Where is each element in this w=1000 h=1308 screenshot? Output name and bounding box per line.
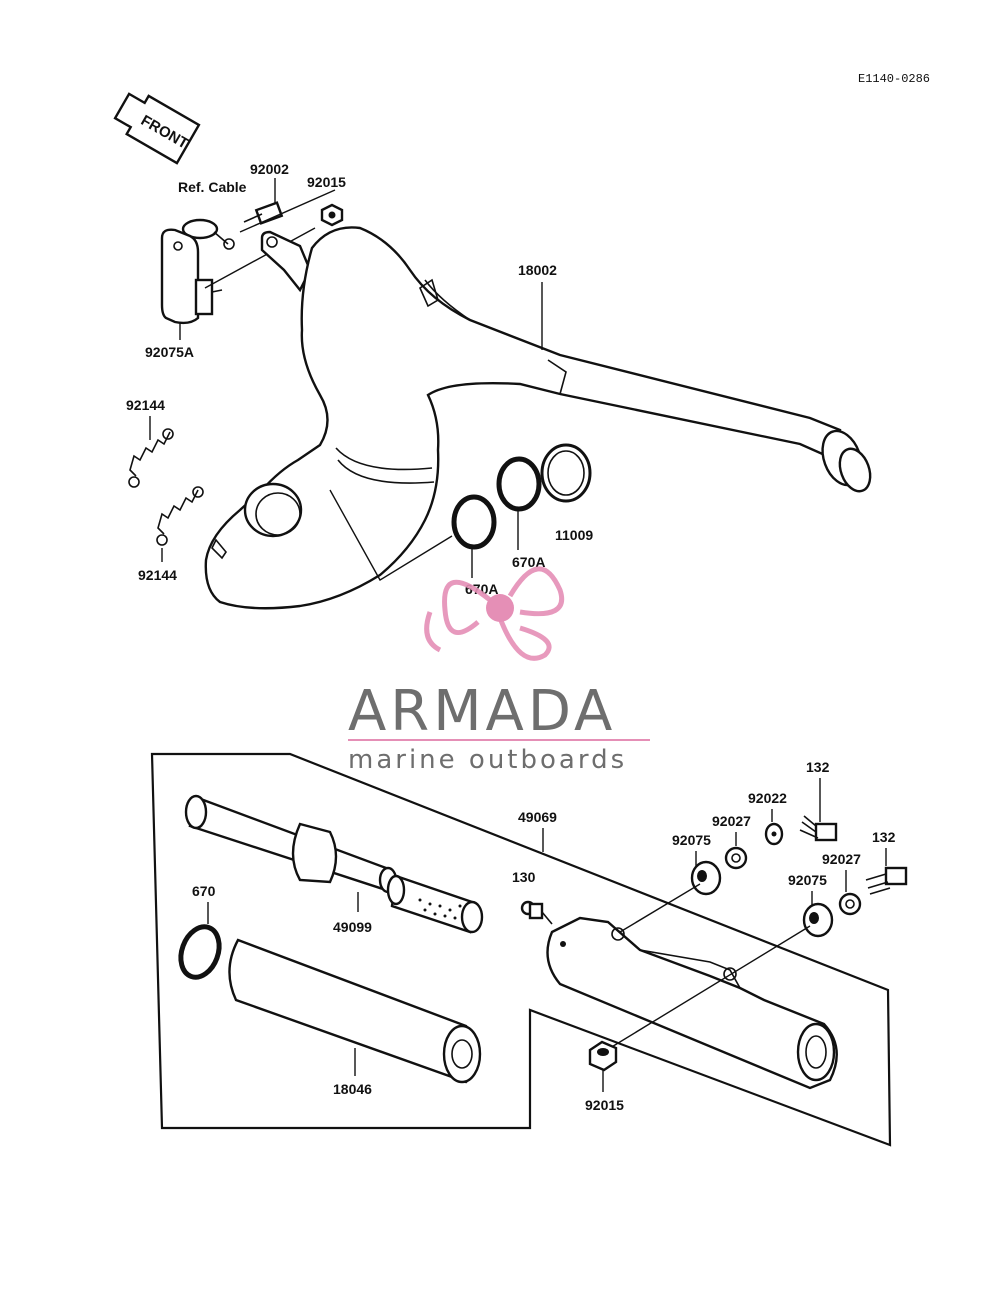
callout-11009: 11009 <box>555 527 593 543</box>
callout-92015-bottom: 92015 <box>585 1097 624 1113</box>
grommet-92075-a <box>619 860 722 933</box>
perforated-core <box>386 874 484 934</box>
bracket-92075A <box>160 227 316 325</box>
callout-670: 670 <box>192 883 216 899</box>
callout-92144-a: 92144 <box>126 397 165 413</box>
ref-cable-label: Ref. Cable <box>178 179 247 195</box>
callout-670A-b: 670A <box>512 554 545 570</box>
callout-92075-a: 92075 <box>672 832 711 848</box>
callout-130: 130 <box>512 869 536 885</box>
callout-92022: 92022 <box>748 790 787 806</box>
expansion-chamber-18002 <box>204 226 872 610</box>
callout-92075A: 92075A <box>145 344 194 360</box>
callout-670A-a: 670A <box>465 581 498 597</box>
muffler-group-frame <box>150 752 892 1147</box>
callout-92002: 92002 <box>250 161 289 177</box>
callout-49069: 49069 <box>518 809 557 825</box>
bolt-132-b <box>865 866 908 895</box>
gasket-11009 <box>540 443 592 503</box>
silencer-49069 <box>546 916 838 1090</box>
bolt-130 <box>520 900 553 925</box>
callout-18002: 18002 <box>518 262 557 278</box>
grommet-92075-b <box>609 902 834 1049</box>
callout-92027-a: 92027 <box>712 813 751 829</box>
spring-92144-a <box>128 428 174 488</box>
watermark-brand: ARMADA <box>348 679 616 744</box>
packing-18046 <box>228 938 482 1084</box>
bolt-92002 <box>239 189 336 233</box>
collar-92027-b <box>838 892 862 916</box>
callout-132-b: 132 <box>872 829 896 845</box>
gasket-670A-a <box>451 494 497 550</box>
propeller-logo-icon <box>424 566 564 661</box>
callout-49099: 49099 <box>333 919 372 935</box>
callout-92144-b: 92144 <box>138 567 177 583</box>
nut-92015-top <box>320 203 344 227</box>
washer-92022 <box>764 822 784 846</box>
callout-132-a: 132 <box>806 759 830 775</box>
callout-92027-b: 92027 <box>822 851 861 867</box>
ref-cable-clip <box>181 218 235 250</box>
nut-92015-bottom <box>588 1040 618 1072</box>
bolt-132-a <box>799 815 838 842</box>
gasket-670 <box>178 924 222 980</box>
front-arrow-icon: FRONT <box>113 92 201 165</box>
collar-92027-a <box>724 846 748 870</box>
callout-92015-top: 92015 <box>307 174 346 190</box>
callout-18046: 18046 <box>333 1081 372 1097</box>
reference-code: E1140-0286 <box>858 72 930 86</box>
gasket-670A-b <box>496 456 542 512</box>
armada-watermark: ARMADA marine outboards <box>348 566 650 775</box>
inner-pipe-49099 <box>184 794 398 894</box>
spring-92144-b <box>156 486 204 546</box>
callout-92075-b: 92075 <box>788 872 827 888</box>
watermark-tagline: marine outboards <box>348 745 627 775</box>
